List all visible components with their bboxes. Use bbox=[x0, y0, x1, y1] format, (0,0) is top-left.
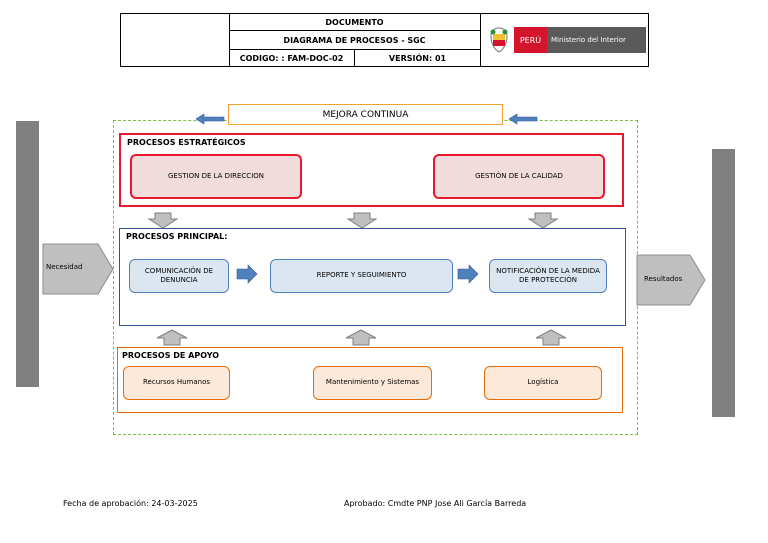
arrow-up-icon bbox=[535, 329, 567, 346]
logo-ministry: Ministerio del Interior bbox=[547, 27, 646, 53]
right-side-bar bbox=[712, 149, 735, 417]
strategic-processes-section: PROCESOS ESTRATÉGICOS GESTION DE LA DIRE… bbox=[119, 133, 624, 207]
divider bbox=[354, 49, 355, 67]
document-title: DOCUMENTO bbox=[325, 17, 384, 27]
process-box-report-tracking: REPORTE Y SEGUIMIENTO bbox=[270, 259, 453, 293]
process-box-notification: NOTIFICACIÓN DE LA MEDIDA DE PROTECCIÓN bbox=[489, 259, 607, 293]
left-side-bar bbox=[16, 121, 39, 387]
output-label: Resultados bbox=[644, 275, 683, 283]
support-processes-section: PROCESOS DE APOYO Recursos Humanos Mante… bbox=[117, 347, 623, 413]
approval-date: Fecha de aprobación: 24-03-2025 bbox=[63, 499, 198, 508]
arrow-down-icon bbox=[148, 212, 178, 229]
coat-of-arms-icon bbox=[490, 27, 508, 53]
divider bbox=[229, 30, 480, 31]
arrow-down-icon bbox=[528, 212, 558, 229]
process-box-quality: GESTIÓN DE LA CALIDAD bbox=[433, 154, 605, 199]
arrow-left-icon bbox=[509, 113, 538, 125]
process-box-complaint: COMUNICACIÓN DE DENUNCIA bbox=[129, 259, 229, 293]
continuous-improvement-label: MEJORA CONTINUA bbox=[228, 104, 503, 125]
process-box-logistics: Logística bbox=[484, 366, 602, 400]
process-box-maintenance: Mantenimiento y Sistemas bbox=[313, 366, 432, 400]
arrow-up-icon bbox=[345, 329, 377, 346]
divider bbox=[229, 14, 230, 67]
divider bbox=[480, 14, 481, 67]
section-title: PROCESOS DE APOYO bbox=[122, 351, 220, 360]
principal-processes-section: PROCESOS PRINCIPAL: COMUNICACIÓN DE DENU… bbox=[119, 228, 626, 326]
process-box-hr: Recursos Humanos bbox=[123, 366, 230, 400]
section-title: PROCESOS ESTRATÉGICOS bbox=[127, 138, 246, 147]
arrow-right-icon bbox=[236, 264, 258, 284]
document-code: CODIGO: : FAM-DOC-02 bbox=[239, 54, 344, 63]
input-arrow-shape bbox=[42, 243, 114, 295]
arrow-left-icon bbox=[196, 113, 225, 125]
document-header-table: DOCUMENTO DIAGRAMA DE PROCESOS - SGC COD… bbox=[120, 13, 649, 67]
document-version: VERSIÓN: 01 bbox=[388, 54, 447, 63]
approved-by: Aprobado: Cmdte PNP Jose Ali García Barr… bbox=[344, 499, 527, 508]
arrow-up-icon bbox=[156, 329, 188, 346]
arrow-right-icon bbox=[457, 264, 479, 284]
input-label: Necesidad bbox=[46, 263, 83, 271]
document-subtitle: DIAGRAMA DE PROCESOS - SGC bbox=[283, 35, 426, 45]
output-arrow-shape bbox=[636, 254, 706, 306]
logo-peru: PERÚ bbox=[514, 27, 547, 53]
section-title: PROCESOS PRINCIPAL: bbox=[126, 232, 228, 241]
process-box-direction: GESTION DE LA DIRECCION bbox=[130, 154, 302, 199]
arrow-down-icon bbox=[347, 212, 377, 229]
